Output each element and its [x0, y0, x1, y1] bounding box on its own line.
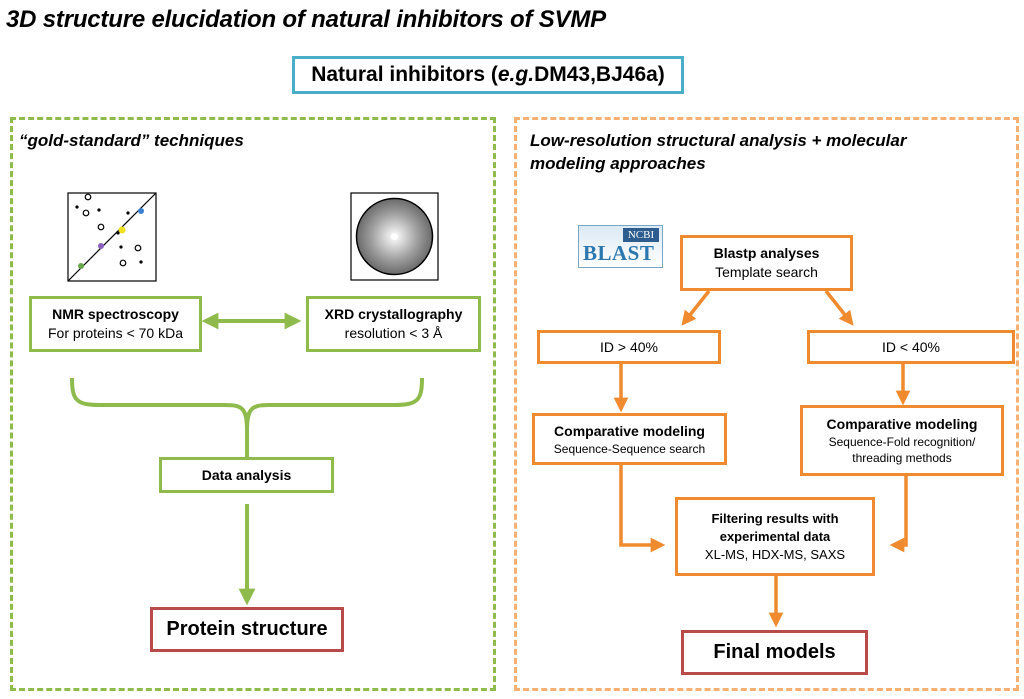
- id-low-label: ID < 40%: [882, 338, 940, 355]
- top-box-suffix: DM43,BJ46a): [534, 63, 665, 86]
- blastp-to-idlow-arrow: [824, 289, 854, 326]
- id-high-box: ID > 40%: [537, 330, 721, 364]
- id-high-label: ID > 40%: [600, 338, 658, 355]
- comp-left-title: Comparative modeling: [554, 422, 705, 439]
- protein-structure-box: Protein structure: [150, 607, 344, 652]
- id-low-box: ID < 40%: [807, 330, 1015, 364]
- final-models-box: Final models: [681, 630, 868, 675]
- blastp-to-idhigh-arrow: [681, 289, 711, 326]
- xrd-subtitle: resolution < 3 Å: [344, 325, 443, 341]
- data-analysis-label: Data analysis: [201, 466, 292, 483]
- top-box-prefix: Natural inhibitors (: [311, 63, 498, 86]
- right-panel-title-line1: Low-resolution structural analysis + mol…: [530, 131, 907, 150]
- filter-subtitle: XL-MS, HDX-MS, SAXS: [704, 546, 846, 562]
- comp-left-subtitle: Sequence-Sequence search: [553, 441, 706, 456]
- xrd-diffraction-icon: [350, 192, 439, 281]
- right-panel-title-line2: modeling approaches: [530, 154, 706, 173]
- natural-inhibitors-box: Natural inhibitors (e.g. DM43,BJ46a): [292, 56, 684, 94]
- protein-structure-label: Protein structure: [166, 618, 328, 640]
- comp-modeling-right-box: Comparative modeling Sequence-Fold recog…: [800, 405, 1004, 476]
- nmr-title: NMR spectroscopy: [52, 306, 179, 322]
- comp-right-subtitle2: threading methods: [852, 451, 952, 465]
- gold-standard-panel: [10, 117, 496, 691]
- low-resolution-panel: [514, 117, 1019, 691]
- blastp-title: Blastp analyses: [713, 245, 820, 261]
- data-analysis-box: Data analysis: [159, 457, 334, 493]
- nmr-spectrum-icon: [67, 192, 157, 282]
- blastp-subtitle: Template search: [715, 264, 818, 280]
- final-models-label: Final models: [713, 641, 836, 663]
- comp-right-subtitle1: Sequence-Fold recognition/: [828, 435, 976, 449]
- merge-brace: [70, 377, 424, 431]
- comp-right-title: Comparative modeling: [826, 416, 978, 432]
- filter-title2: experimental data: [719, 528, 831, 544]
- ncbi-label: NCBI: [623, 228, 659, 242]
- right-panel-title: Low-resolution structural analysis + mol…: [530, 129, 906, 175]
- top-box-eg: e.g.: [497, 63, 535, 86]
- xrd-title: XRD crystallography: [324, 306, 463, 322]
- left-panel-title: “gold-standard” techniques: [19, 131, 244, 150]
- nmr-subtitle: For proteins < 70 kDa: [47, 325, 183, 341]
- filtering-box: Filtering results with experimental data…: [675, 497, 875, 576]
- blast-word: BLAST: [583, 241, 655, 265]
- comp-modeling-left-box: Comparative modeling Sequence-Sequence s…: [532, 413, 727, 465]
- ncbi-blast-logo: NCBI BLAST: [578, 225, 663, 268]
- xrd-box: XRD crystallography resolution < 3 Å: [306, 296, 481, 352]
- filter-title1: Filtering results with: [711, 510, 839, 526]
- compright-to-filter-arrow: [889, 476, 908, 553]
- nmr-box: NMR spectroscopy For proteins < 70 kDa: [29, 296, 202, 352]
- blastp-box: Blastp analyses Template search: [680, 235, 853, 291]
- compleft-to-filter-arrow: [619, 465, 666, 553]
- page-title: 3D structure elucidation of natural inhi…: [6, 6, 606, 33]
